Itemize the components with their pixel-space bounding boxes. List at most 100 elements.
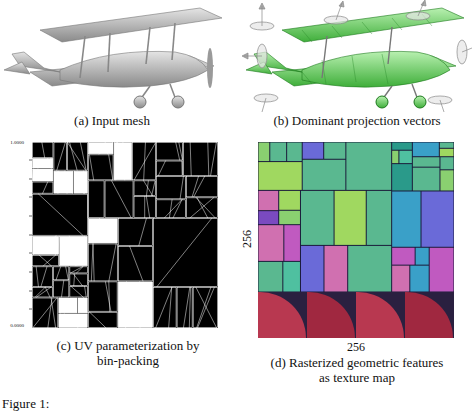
uv-edge (152, 180, 156, 196)
texture-cell (392, 191, 420, 246)
uv-cell (70, 287, 87, 297)
uv-edge (115, 142, 117, 180)
uv-chart (154, 287, 176, 328)
uv-charts (32, 142, 217, 328)
uv-chart (114, 142, 132, 180)
uv-chart (33, 255, 59, 267)
uv-edge (70, 142, 78, 171)
texture-cell (346, 143, 391, 190)
texture-cell (283, 262, 300, 292)
uv-edge (33, 297, 58, 328)
uv-cell (88, 312, 117, 327)
uv-edge (57, 171, 73, 194)
uv-edge (73, 273, 83, 286)
uv-cell (88, 282, 117, 311)
uv-edge (51, 297, 56, 328)
uv-chart (88, 243, 117, 281)
uv-edge (64, 313, 78, 328)
uv-cell (59, 298, 77, 313)
uv-edge (134, 142, 156, 180)
uv-cell (133, 143, 156, 180)
uv-chart (186, 176, 217, 197)
axis-label: 1.0000 (2, 140, 32, 146)
uv-cell (177, 288, 192, 328)
uv-edge (43, 255, 56, 267)
uv-edge (180, 176, 183, 199)
uv-edge (56, 266, 61, 280)
dimension-label: 256 (240, 219, 254, 259)
uv-edge (45, 287, 50, 297)
quarter-disk (356, 292, 404, 338)
uv-chart (183, 142, 217, 176)
uv-cell (88, 244, 117, 281)
uv-cell (53, 267, 69, 280)
uv-edge (32, 169, 34, 182)
uv-edge (105, 142, 108, 154)
uv-edge (143, 180, 152, 196)
uv-chart (134, 196, 156, 218)
uv-edge (50, 158, 51, 169)
uv-chart (53, 280, 69, 297)
uv-edge (208, 142, 209, 176)
uv-edge (38, 194, 83, 236)
uv-cell (134, 196, 156, 217)
uv-chart (59, 297, 77, 313)
uv-edge (80, 142, 86, 171)
texture-cell (259, 162, 302, 190)
uv-edge (91, 243, 93, 281)
uv-edge (38, 158, 48, 169)
uv-cell (54, 143, 67, 171)
subfigure-caption: (b) Dominant projection vectors (242, 113, 472, 128)
uv-edge (146, 196, 149, 218)
texture-charts (258, 143, 454, 339)
uv-edge (169, 199, 172, 218)
uv-cell (33, 158, 53, 168)
axis-ticks (29, 160, 32, 309)
uv-edge (35, 287, 46, 297)
uv-cell (193, 288, 217, 328)
uv-chart (59, 313, 87, 328)
texture-cell (307, 292, 356, 338)
uv-edge (58, 236, 59, 255)
uv-chart (88, 154, 113, 180)
quarter-disk (405, 292, 453, 338)
uv-edge (83, 171, 84, 194)
uv-chart (88, 180, 104, 218)
uv-chart (32, 169, 53, 182)
axis-label: 0.0000 (2, 323, 32, 329)
uv-chart (177, 287, 192, 328)
uv-chart (67, 142, 87, 171)
uv-cell (134, 181, 156, 196)
uv-chart (33, 182, 53, 194)
texture-cell (259, 211, 279, 224)
uv-edge (196, 197, 216, 218)
uv-chart (157, 142, 183, 161)
uv-edge (146, 180, 148, 196)
uv-chart (33, 142, 53, 158)
uv-cell (68, 143, 88, 171)
uv-chart (88, 312, 117, 328)
quarter-disk (307, 292, 355, 338)
uv-edge (190, 197, 214, 218)
uv-cell (33, 236, 59, 254)
uv-chart (134, 180, 156, 196)
uv-edge (130, 246, 144, 281)
uv-chart (70, 273, 87, 286)
uv-cell (33, 169, 53, 181)
uv-edge (55, 236, 57, 255)
uv-edge (89, 312, 106, 328)
uv-cell (70, 274, 87, 286)
uv-edge (67, 142, 86, 171)
uv-cell (118, 246, 152, 280)
texture-cell (301, 246, 324, 292)
uv-chart (70, 286, 87, 297)
uv-chart (33, 236, 59, 255)
uv-cell (33, 194, 88, 235)
texture-cell (324, 143, 345, 159)
uv-cell (88, 219, 117, 243)
uv-edge (74, 273, 75, 286)
texture-cell (440, 149, 454, 156)
uv-edge (183, 287, 189, 328)
uv-edge (158, 161, 165, 176)
texture-cell (367, 191, 391, 245)
